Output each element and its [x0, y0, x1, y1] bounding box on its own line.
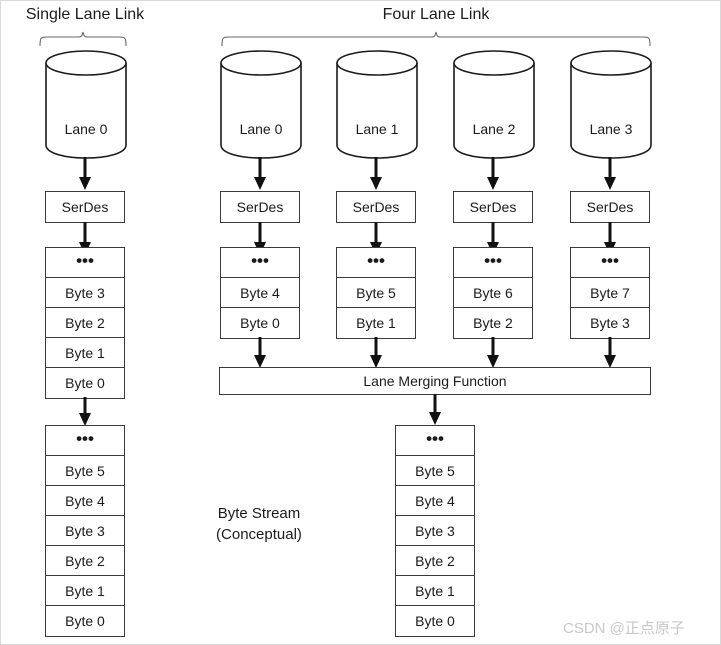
- serdes-box-lane-0[interactable]: SerDes: [220, 191, 300, 223]
- cylinder-label-four-lane-3: Lane 3: [589, 121, 633, 137]
- arrow-lane2-to-serdes: [486, 157, 500, 191]
- byte-cell: Byte 4: [396, 486, 474, 516]
- byte-cell: •••: [221, 248, 299, 278]
- byte-cell: Byte 7: [571, 278, 649, 308]
- ellipsis-icon: •••: [251, 251, 269, 270]
- arrow-lane1-stack-to-merging: [369, 337, 383, 369]
- ellipsis-icon: •••: [484, 251, 502, 270]
- byte-cell: •••: [337, 248, 415, 278]
- byte-stream-annotation-line2: (Conceptual): [216, 526, 302, 543]
- byte-cell: Byte 1: [337, 308, 415, 338]
- serdes-box-lane-2[interactable]: SerDes: [453, 191, 533, 223]
- byte-cell: Byte 3: [396, 516, 474, 546]
- byte-cell: Byte 3: [46, 278, 124, 308]
- serdes-box-single-lane[interactable]: SerDes: [45, 191, 125, 223]
- byte-cell: Byte 0: [221, 308, 299, 338]
- byte-cell: •••: [46, 426, 124, 456]
- byte-stack-lane-1: ••• Byte 5 Byte 1: [336, 247, 416, 339]
- lane-merging-function-box[interactable]: Lane Merging Function: [219, 367, 651, 395]
- byte-cell: Byte 0: [46, 606, 124, 636]
- byte-cell: Byte 3: [46, 516, 124, 546]
- byte-cell: Byte 2: [454, 308, 532, 338]
- arrow-single-lane-to-serdes: [78, 157, 92, 191]
- serdes-box-lane-3[interactable]: SerDes: [570, 191, 650, 223]
- cylinder-four-lane-3: Lane 3: [570, 49, 652, 159]
- byte-cell: Byte 2: [46, 546, 124, 576]
- byte-cell: Byte 5: [396, 456, 474, 486]
- arrow-lane2-stack-to-merging: [486, 337, 500, 369]
- ellipsis-icon: •••: [76, 251, 94, 270]
- byte-stack-lane-3: ••• Byte 7 Byte 3: [570, 247, 650, 339]
- byte-stack-lane-0: ••• Byte 4 Byte 0: [220, 247, 300, 339]
- arrow-lane1-to-serdes: [369, 157, 383, 191]
- byte-stream-stack-four-lane: ••• Byte 5 Byte 4 Byte 3 Byte 2 Byte 1 B…: [395, 425, 475, 637]
- byte-cell: Byte 5: [337, 278, 415, 308]
- brace-four-lane: [221, 31, 651, 47]
- byte-cell: Byte 1: [46, 338, 124, 368]
- cylinder-label-four-lane-0: Lane 0: [239, 121, 283, 137]
- byte-stream-annotation-line1: Byte Stream: [217, 505, 301, 522]
- arrow-single-lane-stack-to-stream: [78, 397, 92, 427]
- ellipsis-icon: •••: [426, 429, 444, 448]
- byte-stack-lane-2: ••• Byte 6 Byte 2: [453, 247, 533, 339]
- byte-cell: Byte 6: [454, 278, 532, 308]
- byte-cell: Byte 1: [46, 576, 124, 606]
- ellipsis-icon: •••: [367, 251, 385, 270]
- byte-cell: •••: [46, 248, 124, 278]
- section-title-four-lane-link: Four Lane Link: [382, 6, 490, 23]
- ellipsis-icon: •••: [76, 429, 94, 448]
- byte-cell: Byte 4: [221, 278, 299, 308]
- byte-cell: Byte 1: [396, 576, 474, 606]
- arrow-lane3-stack-to-merging: [603, 337, 617, 369]
- cylinder-label-four-lane-1: Lane 1: [355, 121, 399, 137]
- byte-cell: Byte 0: [46, 368, 124, 398]
- cylinder-four-lane-1: Lane 1: [336, 49, 418, 159]
- byte-cell: •••: [396, 426, 474, 456]
- byte-cell: Byte 3: [571, 308, 649, 338]
- byte-stream-annotation: Byte Stream (Conceptual): [179, 503, 339, 545]
- byte-cell: •••: [454, 248, 532, 278]
- arrow-lane3-to-serdes: [603, 157, 617, 191]
- cylinder-four-lane-0: Lane 0: [220, 49, 302, 159]
- brace-single-lane: [39, 31, 127, 47]
- section-title-single-lane-link: Single Lane Link: [25, 6, 145, 23]
- byte-cell: Byte 2: [46, 308, 124, 338]
- arrow-lane0-to-serdes: [253, 157, 267, 191]
- cylinder-four-lane-2: Lane 2: [453, 49, 535, 159]
- byte-cell: •••: [571, 248, 649, 278]
- byte-cell: Byte 5: [46, 456, 124, 486]
- byte-cell: Byte 2: [396, 546, 474, 576]
- byte-cell: Byte 0: [396, 606, 474, 636]
- byte-stream-stack-single-lane: ••• Byte 5 Byte 4 Byte 3 Byte 2 Byte 1 B…: [45, 425, 125, 637]
- cylinder-label-single-lane-0: Lane 0: [64, 121, 108, 137]
- arrow-merging-to-stream: [428, 394, 442, 426]
- byte-cell: Byte 4: [46, 486, 124, 516]
- cylinder-label-four-lane-2: Lane 2: [472, 121, 516, 137]
- arrow-lane0-stack-to-merging: [253, 337, 267, 369]
- cylinder-single-lane-0: Lane 0: [45, 49, 127, 159]
- watermark-text: CSDN @正点原子: [563, 620, 685, 637]
- ellipsis-icon: •••: [601, 251, 619, 270]
- serdes-box-lane-1[interactable]: SerDes: [336, 191, 416, 223]
- byte-stack-single-lane: ••• Byte 3 Byte 2 Byte 1 Byte 0: [45, 247, 125, 399]
